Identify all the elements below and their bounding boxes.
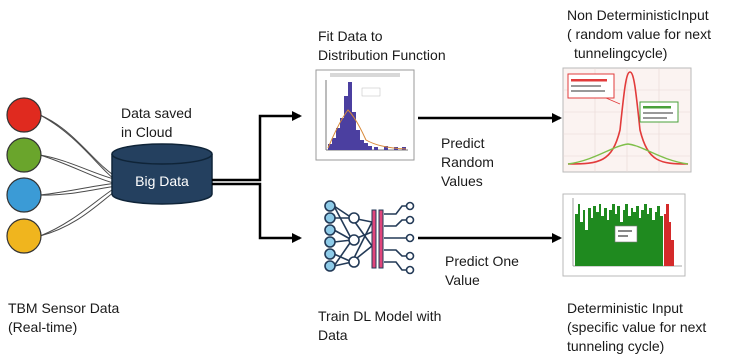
nondeterministic-output-line1: Non DeterministicInput bbox=[567, 7, 709, 23]
predict-one-label-line1: Predict One bbox=[445, 253, 519, 269]
sensor-icon-blue bbox=[6, 177, 42, 213]
nondeterministic-output-line3: tunnelingcycle) bbox=[574, 45, 668, 61]
flow-arrows bbox=[212, 111, 562, 243]
nondeterministic-output-line2: ( random value for next bbox=[567, 26, 711, 42]
train-step-line1: Train DL Model with bbox=[318, 308, 442, 324]
fit-step-line2: Distribution Function bbox=[318, 47, 446, 63]
predict-one-label-line2: Value bbox=[445, 272, 480, 288]
deterministic-output-line2: (specific value for next bbox=[567, 319, 707, 335]
time-series-thumbnail bbox=[562, 193, 686, 277]
sensor-icon-yellow bbox=[6, 218, 42, 254]
db-to-branches-connector bbox=[212, 111, 302, 182]
sensor-caption-line1: TBM Sensor Data bbox=[8, 300, 120, 316]
deterministic-output-line3: tunneling cycle) bbox=[567, 338, 665, 354]
sensor-icon-green bbox=[6, 137, 42, 173]
distribution-curve-thumbnail bbox=[562, 67, 692, 173]
deterministic-output-line1: Deterministic Input bbox=[567, 300, 683, 316]
train-step-line2: Data bbox=[318, 327, 348, 343]
sensor-icon-red bbox=[6, 97, 42, 133]
cloud-caption-line2: in Cloud bbox=[121, 124, 173, 140]
neural-network-icon bbox=[316, 196, 415, 284]
predict-random-label-line3: Values bbox=[441, 173, 483, 189]
sensor-caption-line2: (Real-time) bbox=[8, 319, 78, 335]
database-label: Big Data bbox=[135, 173, 189, 189]
predict-random-label-line1: Predict bbox=[441, 135, 485, 151]
cloud-caption-line1: Data saved bbox=[121, 105, 192, 121]
sensor-icons bbox=[6, 97, 42, 254]
fit-step-line1: Fit Data to bbox=[318, 28, 383, 44]
histogram-thumbnail bbox=[315, 69, 415, 161]
database-icon: Big Data bbox=[111, 143, 213, 205]
predict-random-label-line2: Random bbox=[441, 154, 494, 170]
sensor-connectors bbox=[39, 114, 119, 237]
